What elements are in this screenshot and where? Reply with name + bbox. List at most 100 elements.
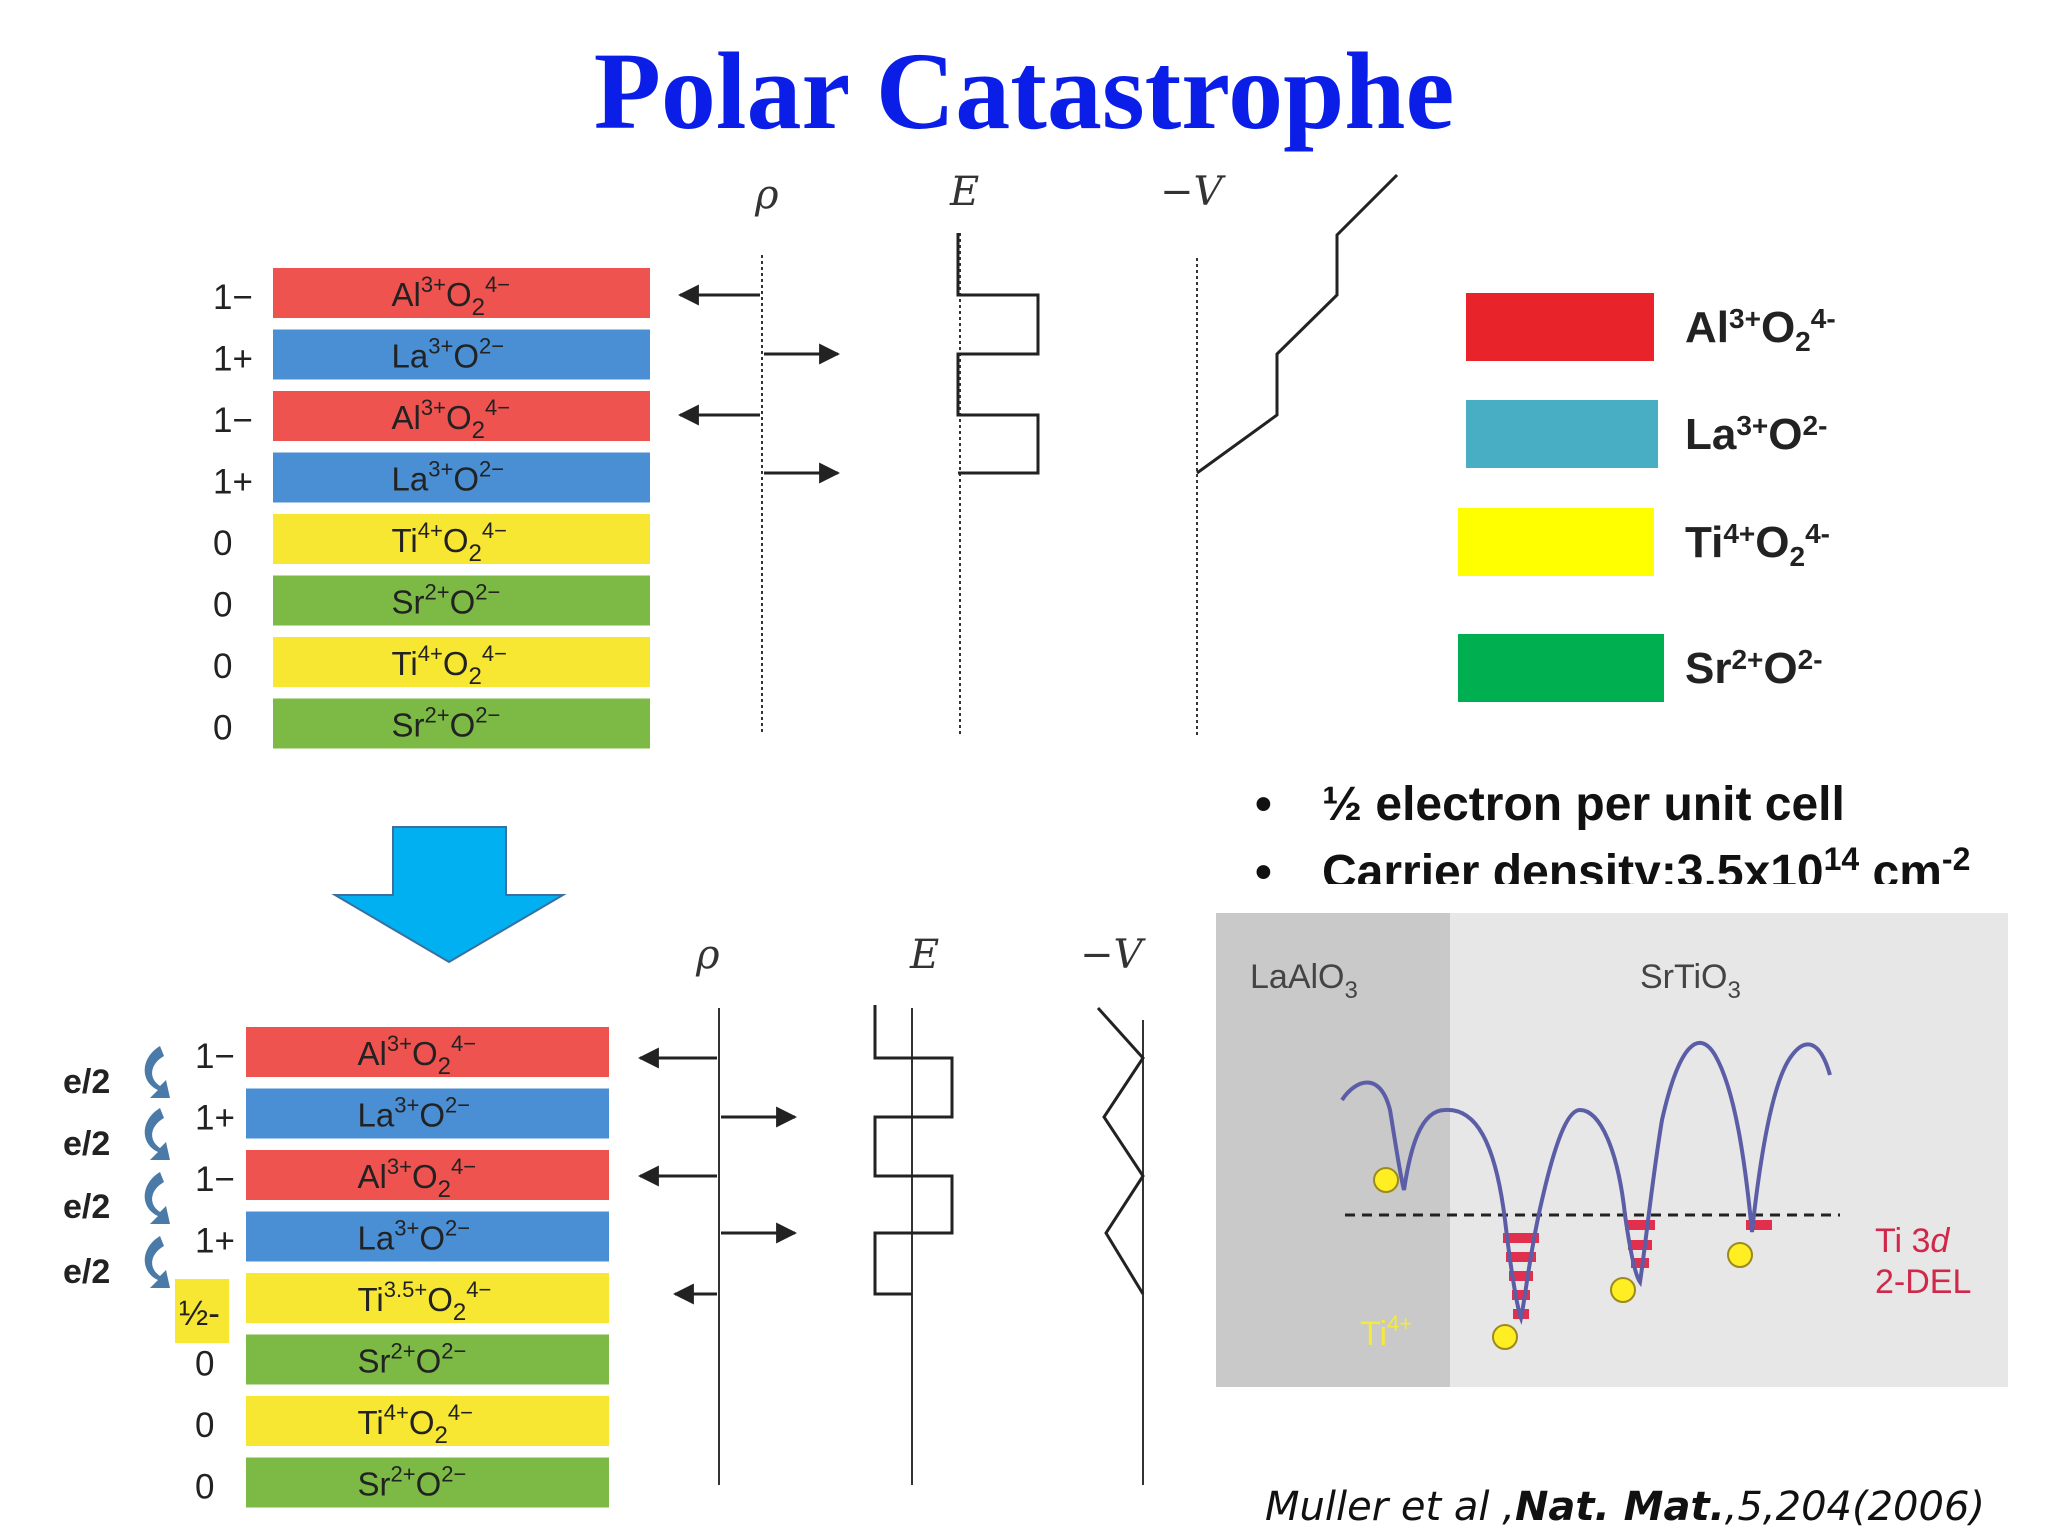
srtio3-label: SrTiO3 xyxy=(1640,958,1741,1004)
layer-bar xyxy=(273,329,650,380)
layer-bar xyxy=(246,1150,609,1200)
layer-charge: 0 xyxy=(213,524,232,563)
transfer-label-2: e/2 xyxy=(63,1125,110,1163)
layer-formula: Al3+O24− xyxy=(358,1154,477,1203)
layer-charge: 0 xyxy=(213,709,232,748)
top-e-label: E xyxy=(949,169,979,215)
electron-dot xyxy=(1727,1242,1753,1268)
layer-bar xyxy=(273,637,650,687)
layer-formula: Al3+O24− xyxy=(392,395,511,444)
layer-bar xyxy=(246,1027,609,1077)
layer-charge: 1− xyxy=(195,1037,235,1076)
layer-bar xyxy=(273,514,650,564)
layer-bar xyxy=(273,268,650,318)
layer-bar xyxy=(246,1211,609,1262)
top-potential-axis: −V xyxy=(1160,169,1399,735)
layer-bar xyxy=(273,698,650,749)
electron-dot xyxy=(1610,1277,1636,1303)
bottom-e-label: E xyxy=(909,932,939,978)
layer-charge: 0 xyxy=(213,647,232,686)
layer-charge: 1− xyxy=(195,1160,235,1199)
charge-highlight xyxy=(175,1279,229,1343)
legend-swatch xyxy=(1466,400,1658,468)
layer-formula: La3+O2− xyxy=(358,1216,471,1257)
curved-arrow-icon xyxy=(144,1236,170,1288)
legend-label: Ti4+O24- xyxy=(1685,518,1830,572)
curved-arrow-icon xyxy=(144,1172,170,1224)
two-del-label: 2-DEL xyxy=(1875,1263,1971,1301)
layer-formula: Ti4+O24− xyxy=(392,641,507,690)
ti3d-label: Ti 3d xyxy=(1875,1222,1950,1260)
layer-charge: 0 xyxy=(195,1406,214,1445)
bottom-field-axis: E xyxy=(873,932,954,1485)
bottom-potential-profile xyxy=(1096,1006,1145,1295)
top-rho-label: ρ xyxy=(754,172,779,218)
layer-formula: Ti4+O24− xyxy=(392,518,507,567)
color-legend: Al3+O24- La3+O2- Ti4+O24- Sr2+O2- xyxy=(1458,293,1836,702)
ti4-label: Ti4+ xyxy=(1360,1311,1412,1353)
layer-formula: Al3+O24− xyxy=(392,272,511,321)
layer-bar xyxy=(273,452,650,503)
legend-swatch xyxy=(1466,293,1654,361)
layer-bar xyxy=(246,1273,609,1323)
layer-bar xyxy=(246,1396,609,1446)
bottom-potential-axis: −V xyxy=(1080,932,1147,1485)
bottom-rho-axis: ρ xyxy=(637,932,798,1485)
bottom-field-profile xyxy=(873,1005,954,1296)
layer-charge: ½- xyxy=(179,1294,220,1333)
electron-transfer-annotations: e/2 e/2 e/2 e/2 xyxy=(63,1046,170,1291)
bullet-dot-2: • xyxy=(1255,846,1272,899)
transfer-label-3: e/2 xyxy=(63,1188,110,1226)
citation: Muller et al ,Nat. Mat.,5,204(2006) xyxy=(1265,1484,1985,1530)
layer-formula: Sr2+O2− xyxy=(358,1462,467,1503)
layer-formula: La3+O2− xyxy=(392,457,505,498)
layer-charge: 1+ xyxy=(195,1222,235,1261)
laalo3-label: LaAlO3 xyxy=(1250,958,1358,1004)
layer-bar xyxy=(273,575,650,626)
legend-swatch xyxy=(1458,508,1654,576)
electron-dot xyxy=(1492,1324,1518,1350)
band-diagram: LaAlO3 SrTiO3 Ti4+ Ti 3d 2-DEL xyxy=(1216,913,2008,1387)
top-field-profile xyxy=(956,233,1040,475)
layer-formula: La3+O2− xyxy=(392,334,505,375)
electron-dot xyxy=(1373,1167,1399,1193)
page-title: Polar Catastrophe xyxy=(593,30,1455,152)
layer-bar xyxy=(246,1088,609,1139)
curved-arrow-icon xyxy=(144,1108,170,1160)
layer-formula: Ti3.5+O24− xyxy=(358,1277,492,1326)
bullet-text-1: ½ electron per unit cell xyxy=(1322,778,1845,831)
bottom-layer-stack: Al3+O24− 1− La3+O2− 1+ Al3+O24− 1− La3+O2− 1+ Ti… xyxy=(175,1027,609,1508)
top-field-axis: E xyxy=(949,169,1040,735)
layer-formula: Sr2+O2− xyxy=(392,703,501,744)
legend-label: Al3+O24- xyxy=(1685,303,1836,357)
layer-charge: 0 xyxy=(213,586,232,625)
legend-label: Sr2+O2- xyxy=(1685,644,1823,693)
layer-formula: Al3+O24− xyxy=(358,1031,477,1080)
layer-formula: La3+O2− xyxy=(358,1093,471,1134)
curved-arrow-icon xyxy=(144,1046,170,1098)
layer-charge: 0 xyxy=(195,1468,214,1507)
top-v-label: −V xyxy=(1160,169,1227,215)
layer-charge: 1+ xyxy=(195,1099,235,1138)
layer-formula: Sr2+O2− xyxy=(358,1339,467,1380)
top-rho-axis: ρ xyxy=(677,172,841,735)
transfer-label-1: e/2 xyxy=(63,1063,110,1101)
layer-formula: Ti4+O24− xyxy=(358,1400,473,1449)
legend-label: La3+O2- xyxy=(1685,410,1827,459)
legend-swatch xyxy=(1458,634,1664,702)
layer-formula: Sr2+O2− xyxy=(392,580,501,621)
layer-charge: 1− xyxy=(213,401,253,440)
bullet-list: • ½ electron per unit cell • Carrier den… xyxy=(1255,778,1970,899)
layer-bar xyxy=(273,391,650,441)
top-layer-stack: Al3+O24−1−La3+O2−1+Al3+O24−1−La3+O2−1+Ti… xyxy=(213,268,650,749)
layer-charge: 1+ xyxy=(213,463,253,502)
layer-bar xyxy=(246,1334,609,1385)
layer-charge: 0 xyxy=(195,1345,214,1384)
bottom-v-label: −V xyxy=(1080,932,1147,978)
transition-arrow-icon xyxy=(331,826,567,964)
layer-charge: 1+ xyxy=(213,340,253,379)
bullet-text-2: Carrier density:3.5x1014 cm-2 xyxy=(1322,841,1970,899)
band-curve xyxy=(1340,1040,1832,1326)
bottom-rho-label: ρ xyxy=(695,932,720,978)
